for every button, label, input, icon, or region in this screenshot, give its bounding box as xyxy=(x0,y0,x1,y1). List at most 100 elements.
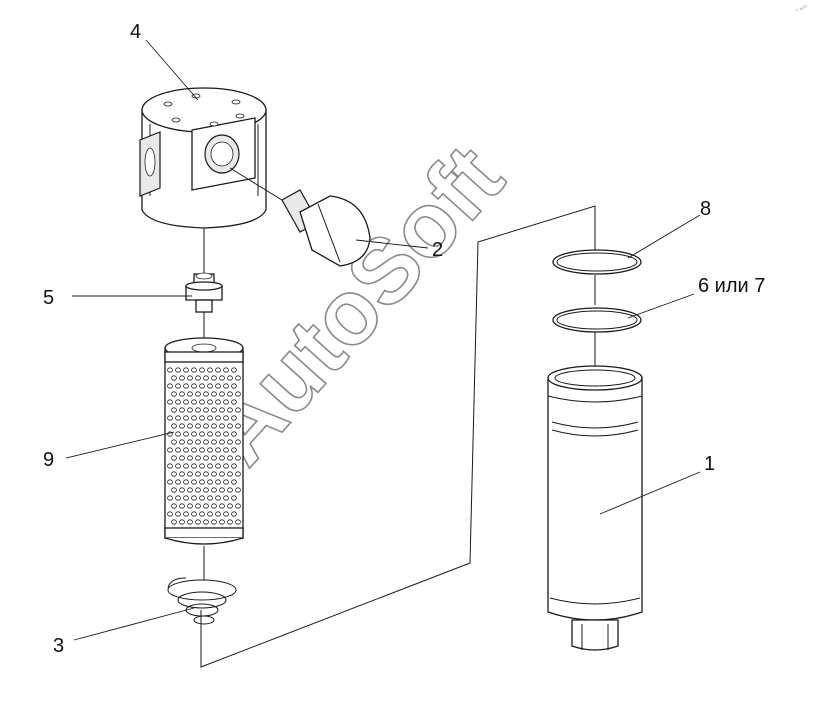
perforation-hole xyxy=(167,367,173,373)
perforation-hole xyxy=(171,439,177,445)
perforation-hole xyxy=(203,455,209,461)
perforation-hole xyxy=(187,391,193,397)
perforation-hole xyxy=(179,487,185,493)
perforation-hole xyxy=(195,455,201,461)
perforation-hole xyxy=(183,383,189,389)
callout-8: 8 xyxy=(700,198,711,220)
perforation-hole xyxy=(235,503,241,509)
perforation-hole xyxy=(211,439,217,445)
perforation-hole xyxy=(231,431,237,437)
seal-ring-part-6-7 xyxy=(552,307,642,333)
perforation-hole xyxy=(235,439,241,445)
perforation-hole xyxy=(207,431,213,437)
perforation-hole xyxy=(211,375,217,381)
perforation-hole xyxy=(183,415,189,421)
perforation-hole xyxy=(171,487,177,493)
perforation-hole xyxy=(191,511,197,517)
perforation-hole xyxy=(227,391,233,397)
perforation-hole xyxy=(231,367,237,373)
perforation-hole xyxy=(195,407,201,413)
perforation-hole xyxy=(219,391,225,397)
perforation-hole xyxy=(183,495,189,501)
perforation-hole xyxy=(215,479,221,485)
perforation-hole xyxy=(187,455,193,461)
leader-lines xyxy=(65,39,701,641)
perforation-hole xyxy=(231,479,237,485)
bowl-part-1 xyxy=(547,365,643,651)
perforation-hole xyxy=(191,383,197,389)
perforation-hole xyxy=(235,487,241,493)
perforation-hole xyxy=(171,391,177,397)
perforation-hole xyxy=(195,487,201,493)
perforation-hole xyxy=(195,391,201,397)
spring-part-3 xyxy=(167,577,237,625)
perforation-hole xyxy=(235,391,241,397)
perforation-hole xyxy=(211,407,217,413)
perforation-hole xyxy=(187,439,193,445)
perforation-hole xyxy=(199,463,205,469)
perforation-hole xyxy=(235,519,241,525)
perforation-hole xyxy=(231,415,237,421)
perforation-hole xyxy=(171,471,177,477)
perforation-hole xyxy=(231,463,237,469)
perforation-hole xyxy=(183,463,189,469)
perforation-hole xyxy=(223,479,229,485)
perforation-hole xyxy=(215,511,221,517)
perforation-hole xyxy=(171,503,177,509)
perforation-hole xyxy=(175,495,181,501)
perforation-hole xyxy=(207,479,213,485)
perforation-hole xyxy=(223,367,229,373)
perforation-hole xyxy=(223,463,229,469)
perforation-hole xyxy=(175,431,181,437)
perforation-hole xyxy=(167,495,173,501)
perforation-hole xyxy=(179,375,185,381)
perforation-hole xyxy=(199,447,205,453)
perforation-hole xyxy=(199,367,205,373)
perforation-hole xyxy=(223,511,229,517)
perforation-hole xyxy=(175,479,181,485)
perforation-hole xyxy=(219,487,225,493)
perforation-hole xyxy=(199,415,205,421)
perforation-hole xyxy=(219,519,225,525)
perforation-hole xyxy=(215,431,221,437)
callout-6-or-7: 6 или 7 xyxy=(698,275,765,297)
perforation-holes xyxy=(167,367,241,525)
perforation-hole xyxy=(227,407,233,413)
perforation-hole xyxy=(167,383,173,389)
perforation-hole xyxy=(187,375,193,381)
perforation-hole xyxy=(199,383,205,389)
perforation-hole xyxy=(199,431,205,437)
perforation-hole xyxy=(207,383,213,389)
perforation-hole xyxy=(203,471,209,477)
perforation-hole xyxy=(171,519,177,525)
perforation-hole xyxy=(175,463,181,469)
perforation-hole xyxy=(179,503,185,509)
perforation-hole xyxy=(195,471,201,477)
perforation-hole xyxy=(219,423,225,429)
perforation-hole xyxy=(219,407,225,413)
perforation-hole xyxy=(191,399,197,405)
perforation-hole xyxy=(179,407,185,413)
perforation-hole xyxy=(203,503,209,509)
perforation-hole xyxy=(191,367,197,373)
perforation-hole xyxy=(207,447,213,453)
callout-3: 3 xyxy=(53,635,64,657)
perforation-hole xyxy=(235,471,241,477)
perforation-hole xyxy=(235,423,241,429)
perforation-hole xyxy=(191,431,197,437)
perforation-hole xyxy=(223,399,229,405)
perforation-hole xyxy=(215,367,221,373)
perforation-hole xyxy=(195,423,201,429)
perforation-hole xyxy=(199,479,205,485)
perforation-hole xyxy=(207,415,213,421)
perforation-hole xyxy=(199,399,205,405)
callout-1: 1 xyxy=(704,453,715,475)
perforation-hole xyxy=(191,463,197,469)
perforation-hole xyxy=(175,399,181,405)
perforation-hole xyxy=(171,375,177,381)
perforation-hole xyxy=(203,423,209,429)
perforation-hole xyxy=(235,375,241,381)
perforation-hole xyxy=(231,511,237,517)
perforation-hole xyxy=(215,495,221,501)
perforation-hole xyxy=(223,383,229,389)
